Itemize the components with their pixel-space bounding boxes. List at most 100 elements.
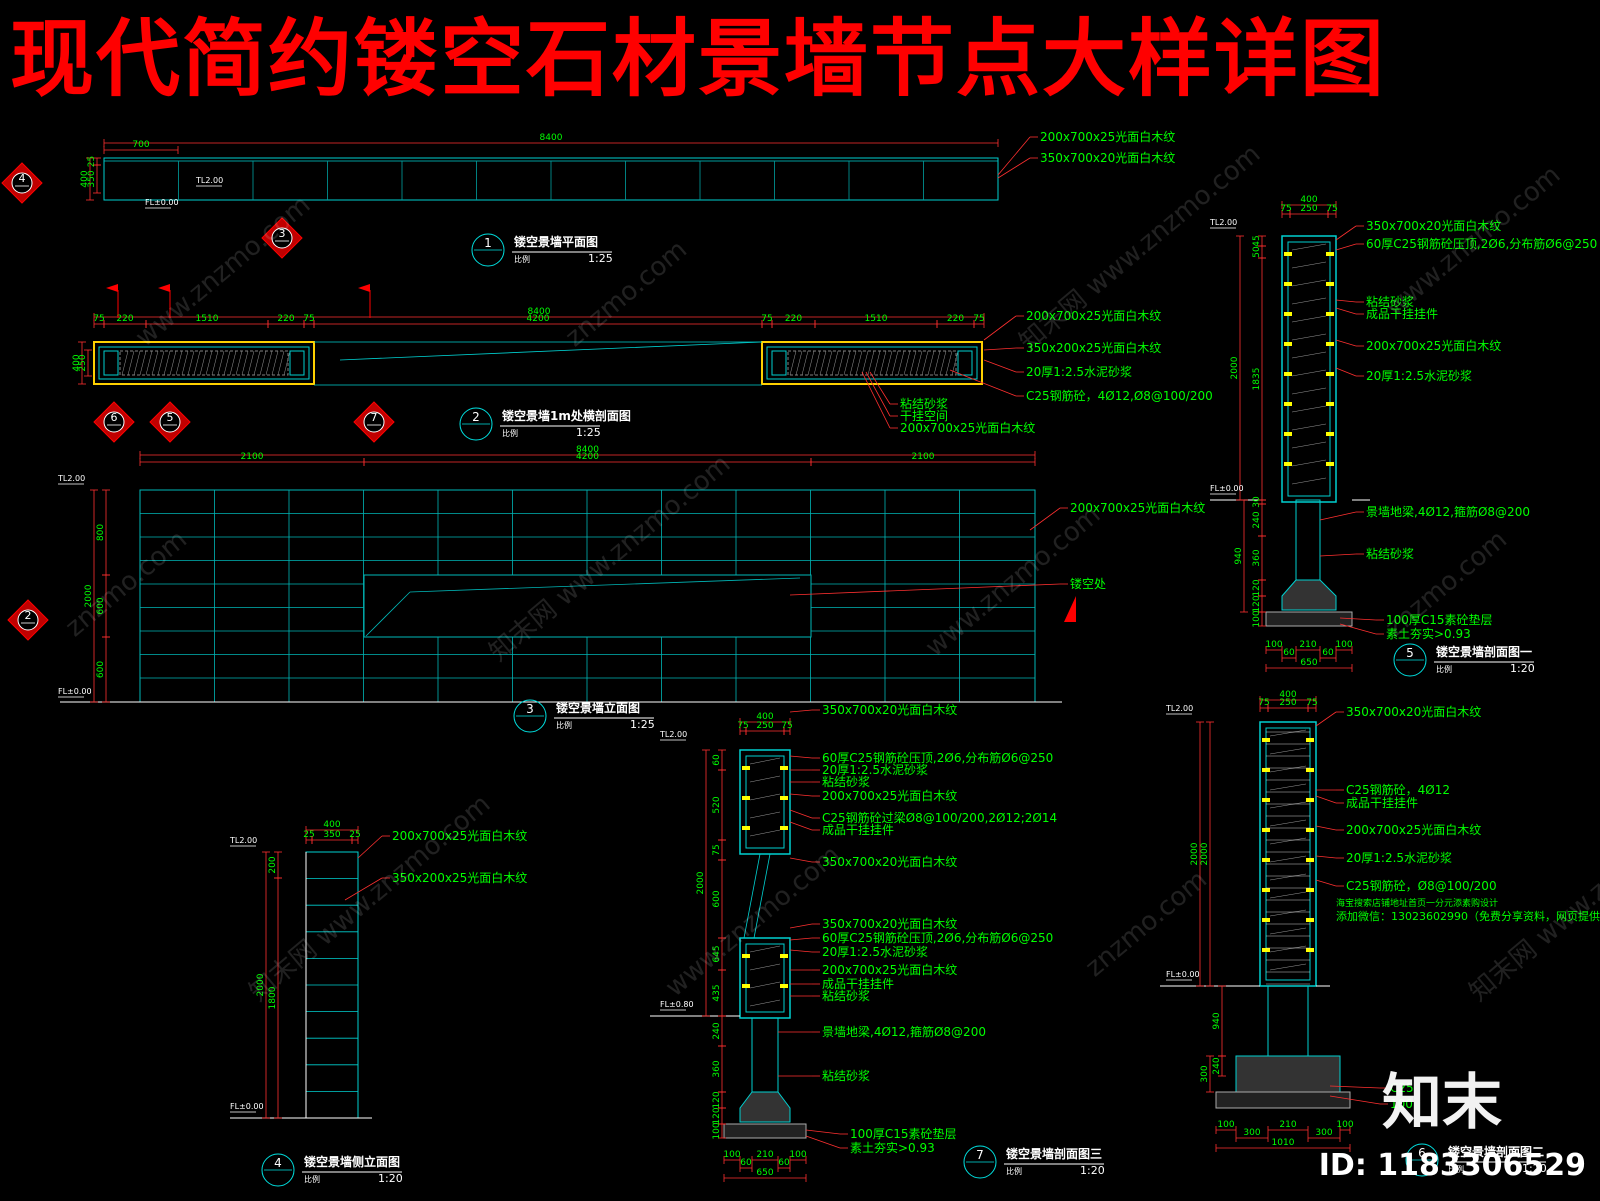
hatch-line [915,350,923,376]
anchor [1306,918,1314,922]
dim-text: 8400 [576,445,599,455]
hatch-line [921,350,929,376]
dim-text: 2000 [1230,356,1240,379]
leader-line [789,583,1061,596]
anchor [780,796,788,800]
annotation-text: 粘结砂浆 [900,396,948,411]
hatch-line [1291,333,1327,341]
dim-text: 25 [87,156,97,167]
anchor [742,796,750,800]
hatch-line [121,350,129,376]
dim-text: 60 [1322,648,1334,658]
hatch-line [795,350,803,376]
dim-text: 600 [96,661,106,678]
annotation-text: 20厚1:2.5水泥砂浆 [822,762,928,777]
dim-text: 600 [96,597,106,614]
section-marker-circle [11,172,33,194]
annotation-text: 粘结砂浆 [822,1068,870,1083]
hatch-line [1269,855,1307,863]
view-label-circle [1393,643,1427,677]
col5-footing [1281,579,1337,611]
dim-text: 645 [712,945,722,962]
dim-text: 100 [723,1150,740,1160]
hatch-line [831,350,839,376]
dim-text: 100 [1335,640,1352,650]
hatch-line [253,350,261,376]
leader-line [1319,553,1357,557]
level-text: FL±0.00 [1166,970,1200,979]
annotation-text: 景墙地梁,4Ø12,箍筋Ø8@200 [1366,504,1530,519]
anchor [780,954,788,958]
hatch-line [1291,459,1327,467]
hatch-line [235,350,243,376]
section-slab-inner [98,346,310,380]
hatch-line [749,793,781,801]
section-marker-circle [103,411,125,433]
annotation-text: 350x700x20光面白木纹 [1040,150,1175,165]
scale-label: 比例 [514,254,530,264]
view-name: 镂空景墙侧立面图 [304,1154,400,1169]
view-label-number: 2 [472,410,480,424]
hatch-line [1269,891,1307,899]
leader-line [983,347,1017,351]
hatch-line [139,350,147,376]
leader-line [1315,825,1337,831]
dim-text: 400 [756,712,773,722]
hatch-line [283,350,291,376]
hatch-line [885,350,893,376]
hatch-line [265,350,273,376]
hatch-line [843,350,851,376]
leader-line [1335,339,1357,347]
dim-text: 220 [116,314,133,324]
hatch-line [145,350,153,376]
dim-text: 120 [712,1107,722,1124]
section-hatch [119,350,289,376]
annotation-text: 添加微信：13023602990（免费分享资料，网页提供有买教程） [1336,909,1600,923]
dim-text: 1010 [1272,1138,1295,1148]
leader-line [1335,367,1357,377]
anchor [1306,888,1314,892]
dim-text: 100 [1252,610,1262,627]
hatch-line [1291,441,1327,449]
leader-line [1315,711,1337,727]
leader-line [1315,879,1337,887]
hatch-line [1269,783,1307,791]
section-marker-circle [363,411,385,433]
annotation-text: 350x700x20光面白木纹 [822,916,957,931]
section-marker-circle [17,609,39,631]
dim-text: 400 [1279,690,1296,700]
hatch-line [169,350,177,376]
view-name: 镂空景墙立面图 [556,700,640,715]
annotation-text: 成品干挂挂件 [1366,307,1438,321]
hatch-line [909,350,917,376]
dim-text: 75 [1306,698,1317,708]
hatch-line [801,350,809,376]
anchor [780,826,788,830]
hatch-line [211,350,219,376]
dim-text: 120 [1252,579,1262,596]
hatch-line [277,350,285,376]
dim-text: 75 [712,844,722,855]
dim-text: 650 [756,1168,773,1178]
annotation-text: 成品干挂挂件 [822,977,894,991]
annotation-text: 镂空处 [1070,577,1106,591]
dim-text: 220 [277,314,294,324]
dim-text: 940 [1234,547,1244,564]
anchor [1262,828,1270,832]
hatch-line [1291,423,1327,431]
dim-text: 120 [712,1091,722,1108]
col6-outer [1259,721,1317,987]
level-text: TL2.00 [229,836,257,845]
view-name: 镂空景墙剖面图三 [1006,1146,1102,1161]
leader-line [789,857,813,863]
annotation-text: 200x700x25光面白木纹 [392,828,527,843]
dim-text: 240 [1212,1057,1222,1074]
anchor [1284,372,1292,376]
view-label-number: 7 [976,1148,984,1162]
dim-text: 75 [781,721,792,731]
col7-mid-outer [739,937,791,1019]
hatch-line [199,350,207,376]
dim-text: 400 [323,820,340,830]
hatch-line [163,350,171,376]
col7-top-inner [745,755,785,849]
